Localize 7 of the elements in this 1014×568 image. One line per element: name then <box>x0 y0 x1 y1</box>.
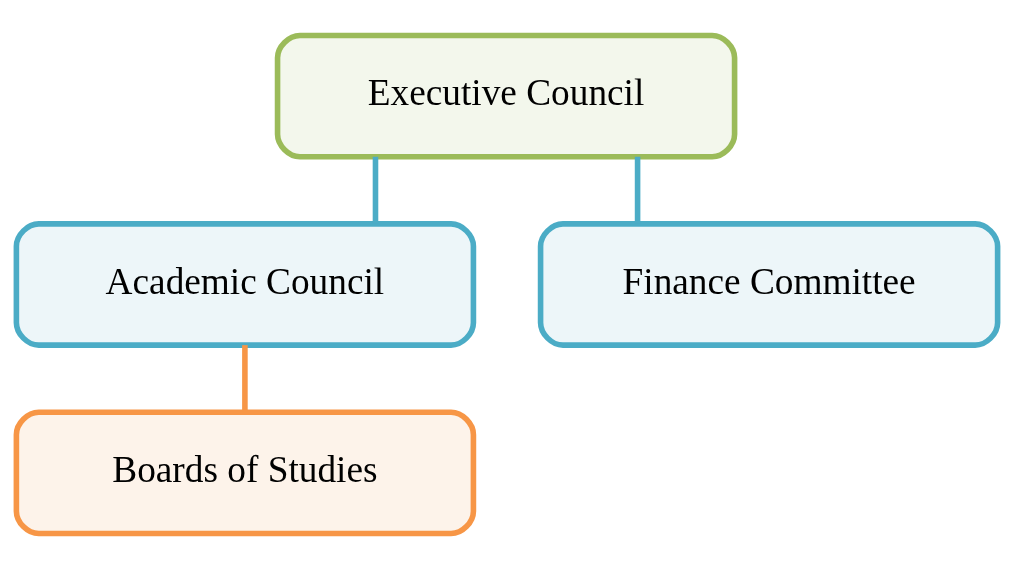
connector <box>372 156 379 223</box>
connector <box>242 344 248 412</box>
node-box: Finance Committee <box>537 220 1001 348</box>
node-box: Boards of Studies <box>13 408 477 536</box>
connector <box>634 156 641 223</box>
node-box: Academic Council <box>13 220 477 348</box>
node-box: Executive Council <box>274 32 738 159</box>
